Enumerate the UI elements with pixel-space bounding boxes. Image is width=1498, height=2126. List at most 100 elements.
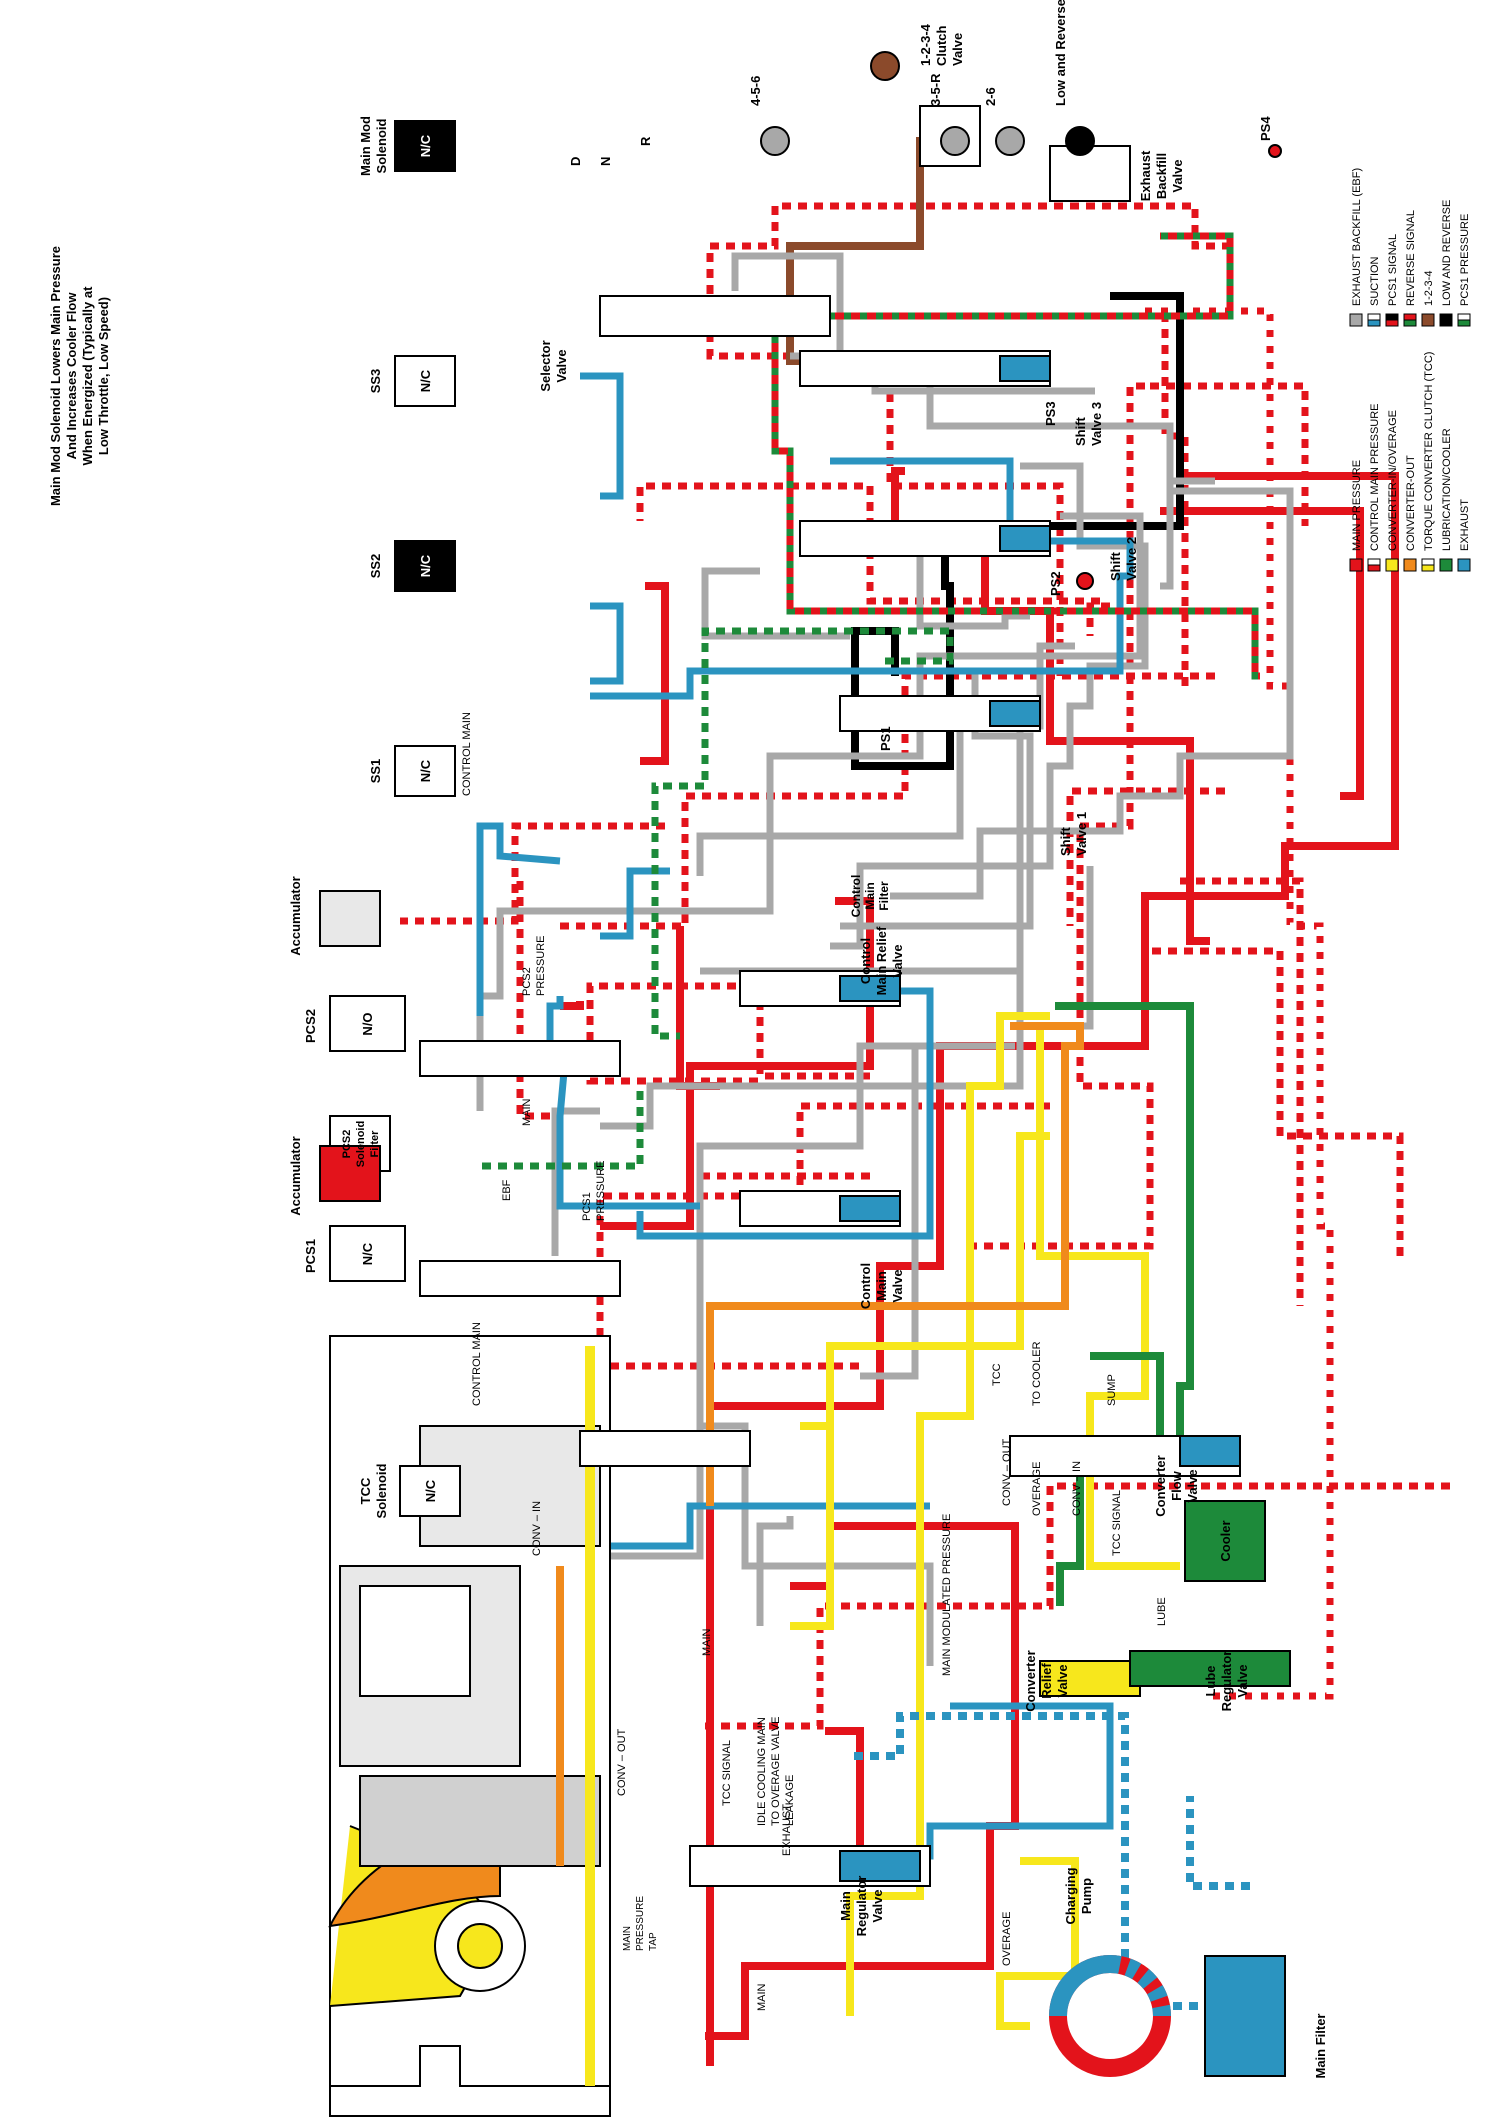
ll-tap-2: PRESSURE <box>635 1896 646 1951</box>
cfv-2: Flow <box>1169 1470 1184 1500</box>
ll-overage-1: OVERAGE <box>1031 1462 1043 1516</box>
crv-2: Relief <box>1039 1663 1054 1699</box>
ll-conv-in-1: CONV – IN <box>1071 1461 1083 1516</box>
legend-swatch <box>1457 558 1471 572</box>
selector-valve-1: Selector <box>538 340 553 391</box>
ll-pcs2-2: PRESSURE <box>535 935 547 996</box>
ll-idle-1: IDLE COOLING MAIN <box>756 1717 768 1826</box>
legend-label: CONVERTER-OUT <box>1405 455 1417 551</box>
ss3-label: SS3 <box>368 369 383 394</box>
ll-tcc-signal-1: TCC SIGNAL <box>1111 1490 1123 1556</box>
ebv-3: Valve <box>1170 159 1185 192</box>
ll-pcs2-1: PCS2 <box>521 967 533 996</box>
clutch-lr-label: Low and Reverse <box>1053 0 1068 106</box>
shift2-1: Shift <box>1108 551 1123 581</box>
main-regulator-spring <box>839 1850 921 1882</box>
ll-conv-in-2: CONV – IN <box>531 1501 543 1556</box>
main-filter-body <box>1204 1955 1286 2077</box>
ps2-ball <box>1076 572 1094 590</box>
transmission-housing <box>328 1335 611 2117</box>
crv-3: Valve <box>1055 1664 1070 1697</box>
flow-lines <box>400 137 1450 2066</box>
ss1-solenoid-body <box>394 745 456 797</box>
ll-overage-2: OVERAGE <box>1001 1912 1013 1966</box>
ss3-state: N/C <box>418 369 433 392</box>
lube-regulator-body <box>1129 1650 1291 1687</box>
title-note-4: Low Throttle, Low Speed) <box>96 297 111 455</box>
shift-valve-2-spring <box>999 525 1051 552</box>
shift-valve-3-spring <box>999 355 1051 382</box>
shift1-1: Shift <box>1058 826 1073 856</box>
pos-n: N <box>598 157 613 166</box>
tcc-solenoid-body <box>399 1465 461 1517</box>
pcs1-pressure-lines <box>480 627 954 1170</box>
legend-label: PCS1 PRESSURE <box>1459 214 1471 306</box>
tcc-solenoid-label-1: TCC <box>358 1477 373 1504</box>
cmv-2: Main <box>874 1271 889 1301</box>
pcs1-state: N/C <box>360 1242 375 1265</box>
legend-label: PCS1 SIGNAL <box>1387 234 1399 306</box>
clutch-1234-2: Clutch <box>934 26 949 67</box>
legend-label: LOW AND REVERSE <box>1441 200 1453 306</box>
cmf-2: Main <box>863 882 877 909</box>
ll-control-main-1: CONTROL MAIN <box>461 712 473 796</box>
selector-valve-body <box>599 295 831 337</box>
ebf-lines <box>476 252 1294 1666</box>
ll-ebf: EBF <box>501 1179 513 1201</box>
pcs2-filter-2: Solenoid <box>355 1121 367 1167</box>
main-filter-label: Main Filter <box>1313 2013 1328 2078</box>
ebv-1: Exhaust <box>1138 150 1153 201</box>
ll-control-main-2: CONTROL MAIN <box>471 1322 483 1406</box>
selector-valve-2: Valve <box>554 349 569 382</box>
clutch-low-reverse <box>1065 126 1095 156</box>
lrv-1: Lube <box>1203 1665 1218 1696</box>
ll-exhaust: EXHAUST <box>781 1804 793 1856</box>
pos-r: R <box>638 136 653 146</box>
converter-out-lines <box>706 1022 1084 1506</box>
ll-tcc-signal-2: TCC SIGNAL <box>721 1740 733 1806</box>
pcs2-label: PCS2 <box>303 1009 318 1043</box>
ll-to-cooler: TO COOLER <box>1031 1341 1043 1406</box>
ss1-label: SS1 <box>368 759 383 784</box>
pcs1-solenoid-body <box>329 1225 406 1282</box>
ss2-solenoid-body <box>394 540 456 592</box>
ll-main-1: MAIN <box>521 1098 533 1126</box>
legend-label: 1-2-3-4 <box>1423 271 1435 306</box>
accumulator-top-body <box>319 890 381 947</box>
shift1-2: Valve 1 <box>1074 812 1089 856</box>
title-note-2: And Increases Cooler Flow <box>64 292 79 460</box>
ps1-label: PS1 <box>878 726 893 751</box>
control-main-lines <box>400 202 1450 1730</box>
ll-lube: LUBE <box>1156 1597 1168 1626</box>
title-note-1: Main Mod Solenoid Lowers Main Pressure <box>48 246 63 506</box>
legend: MAIN PRESSURE CONTROL MAIN PRESSURE CONVER… <box>1349 168 1471 572</box>
ll-idle-3: LEAKAGE <box>784 1775 796 1826</box>
legend-label: SUCTION <box>1369 256 1381 306</box>
legend-swatch <box>1349 313 1363 327</box>
tcc-solenoid-label-2: Solenoid <box>374 1463 389 1518</box>
ps3-label: PS3 <box>1043 401 1058 426</box>
accumulator-top: Accumulator <box>288 876 303 955</box>
legend-label: EXHAUST <box>1459 499 1471 551</box>
legend-label: MAIN PRESSURE <box>1351 460 1363 551</box>
legend-swatch-half <box>1367 558 1381 566</box>
pcs2-valve-body <box>419 1040 621 1077</box>
cooler-label: Cooler <box>1218 1520 1233 1561</box>
relief-spring <box>839 975 901 1002</box>
legend-swatch-half <box>1367 313 1381 321</box>
cooler-body <box>1184 1500 1266 1582</box>
ll-conv-out-1: CONV – OUT <box>1001 1438 1013 1506</box>
legend-label: REVERSE SIGNAL <box>1405 210 1417 306</box>
shift3-2: Valve 3 <box>1089 402 1104 446</box>
pump-2: Pump <box>1079 1878 1094 1914</box>
clutch-456-label: 4-5-6 <box>748 76 763 106</box>
ll-tcc: TCC <box>991 1363 1003 1386</box>
clutch-26-label: 2-6 <box>983 87 998 106</box>
cmv-3: Valve <box>890 1269 905 1302</box>
ll-conv-out-2: CONV – OUT <box>616 1728 628 1796</box>
sump-label: SUMP <box>1106 1374 1118 1406</box>
legend-label: CONTROL MAIN PRESSURE <box>1369 403 1381 551</box>
shift3-1: Shift <box>1073 416 1088 446</box>
mrv-1: Main <box>838 1891 853 1921</box>
